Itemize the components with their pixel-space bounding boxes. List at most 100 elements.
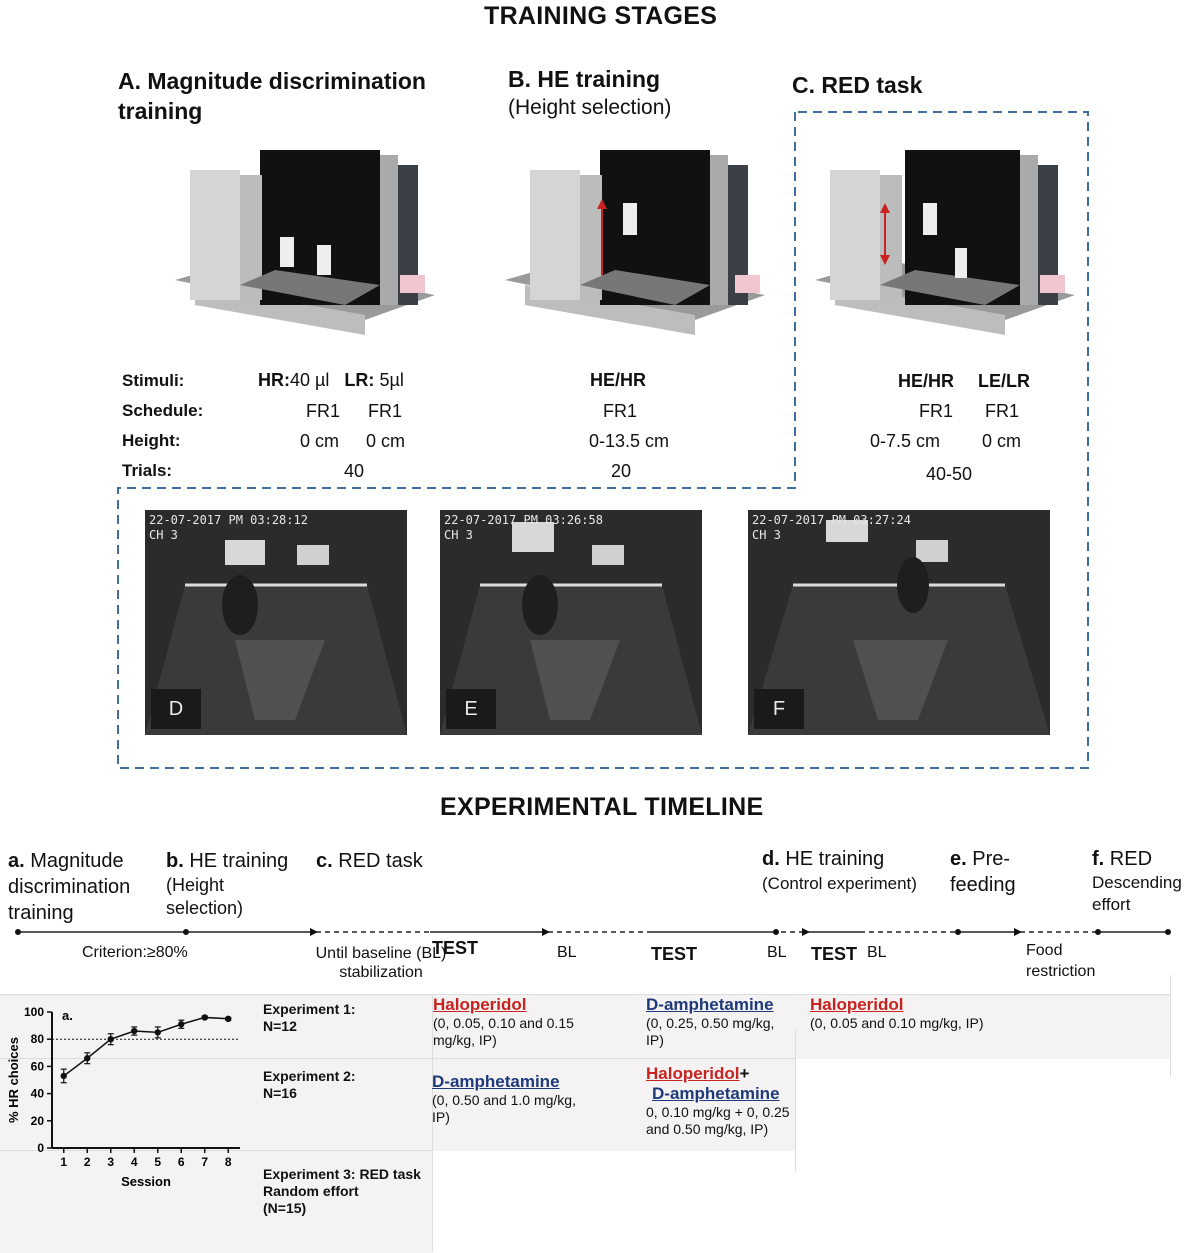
stage-c-stimuli-2: LE/LR <box>978 371 1030 392</box>
test-label-1: TEST <box>432 938 478 959</box>
x-tick-label: 6 <box>178 1155 185 1169</box>
step-c-text: RED task <box>338 850 422 872</box>
exp2-drug-2-plus: + <box>740 1064 750 1083</box>
stage-c-stimuli-1: HE/HR <box>898 371 954 392</box>
x-tick-label: 4 <box>131 1155 138 1169</box>
series-line <box>64 1017 229 1075</box>
apparatus-a-illustration <box>165 145 445 340</box>
photo-e-letter: E <box>446 689 496 729</box>
apparatus-b-illustration <box>495 145 775 340</box>
timeline-step-f: f. RED Descending effort <box>1092 846 1200 916</box>
data-point <box>131 1028 137 1034</box>
experiment-1-title: Experiment 1: <box>263 1001 356 1018</box>
step-b-text: HE training <box>189 850 288 872</box>
step-f-sub: Descending effort <box>1092 872 1200 916</box>
stimuli-label: Stimuli: <box>122 371 184 391</box>
step-f-text: RED <box>1110 848 1152 870</box>
apparatus-c-illustration <box>805 145 1085 340</box>
photo-d-timestamp: 22-07-2017 PM 03:28:12 <box>149 513 308 527</box>
step-d-sub: (Control experiment) <box>762 872 917 896</box>
exp1-drug-2: D-amphetamine (0, 0.25, 0.50 mg/kg, IP) <box>646 995 796 1049</box>
test-label-2: TEST <box>651 944 697 965</box>
photo-f-timestamp: 22-07-2017 PM 03:27:24 <box>752 513 911 527</box>
stage-b-height: 0-13.5 cm <box>589 431 669 452</box>
photo-d-channel: CH 3 <box>149 528 178 542</box>
step-d-key: d. <box>762 848 780 870</box>
stage-c-trials: 40-50 <box>926 464 972 485</box>
experiment-2-n: N=16 <box>263 1085 356 1102</box>
exp1-drug-3-dose: (0, 0.05 and 0.10 mg/kg, IP) <box>810 1015 1030 1032</box>
stage-a-hr-value: 40 µl <box>290 370 329 390</box>
exp2-drug-1-dose: (0, 0.50 and 1.0 mg/kg, IP) <box>432 1092 582 1126</box>
photo-f-channel: CH 3 <box>752 528 781 542</box>
exp1-drug-1-name: Haloperidol <box>433 995 583 1015</box>
timeline-step-e: e. Pre-feeding <box>950 846 1030 898</box>
exp1-drug-3-name: Haloperidol <box>810 995 1030 1015</box>
experiment-1-label: Experiment 1: N=12 <box>263 1001 356 1035</box>
stage-b-trials: 20 <box>611 461 631 482</box>
timeline-step-b: b. HE training (Height selection) <box>166 848 316 920</box>
step-b-sub: (Height selection) <box>166 874 266 920</box>
stage-b-schedule: FR1 <box>603 401 637 422</box>
stage-a-height-1: 0 cm <box>300 431 339 452</box>
exp1-drug-1-dose: (0, 0.05, 0.10 and 0.15 mg/kg, IP) <box>433 1015 583 1049</box>
photo-f-stamp: 22-07-2017 PM 03:27:24CH 3 <box>752 513 911 543</box>
exp2-drug-2-name-2: D-amphetamine <box>652 1084 780 1103</box>
exp2-drug-1: D-amphetamine (0, 0.50 and 1.0 mg/kg, IP… <box>432 1072 582 1126</box>
exp1-drug-3: Haloperidol (0, 0.05 and 0.10 mg/kg, IP) <box>810 995 1030 1032</box>
data-point <box>202 1014 208 1020</box>
data-point <box>225 1016 231 1022</box>
experiment-2-label: Experiment 2: N=16 <box>263 1068 356 1102</box>
stage-a-lr-key: LR: <box>344 370 374 390</box>
experiment-3-label: Experiment 3: RED task Random effort (N=… <box>263 1166 421 1217</box>
step-a-key: a. <box>8 850 25 872</box>
y-tick-label: 0 <box>37 1141 44 1155</box>
criterion-label: Criterion:≥80% <box>82 944 188 962</box>
step-f-key: f. <box>1092 848 1104 870</box>
exp2-drug-2-name-1: Haloperidol <box>646 1064 740 1083</box>
step-c-key: c. <box>316 850 333 872</box>
experiment-2-title: Experiment 2: <box>263 1068 356 1085</box>
experiment-3-n: Random effort <box>263 1183 421 1200</box>
bl-label-2: BL <box>767 944 787 962</box>
bl-label-1: BL <box>557 944 577 962</box>
stage-c-schedule-1: FR1 <box>919 401 953 422</box>
stage-b-stimuli: HE/HR <box>590 370 646 391</box>
y-tick-label: 80 <box>31 1032 45 1046</box>
exp2-drug-2-dose: 0, 0.10 mg/kg + 0, 0.25 and 0.50 mg/kg, … <box>646 1104 811 1138</box>
stage-a-schedule-1: FR1 <box>306 401 340 422</box>
stage-a-schedule-2: FR1 <box>368 401 402 422</box>
food-restriction-label: Food restriction <box>1026 940 1116 982</box>
exp2-drug-2: Haloperidol+ D-amphetamine 0, 0.10 mg/kg… <box>646 1064 811 1138</box>
experimental-timeline-title: EXPERIMENTAL TIMELINE <box>440 793 763 822</box>
y-tick-label: 100 <box>24 1005 44 1019</box>
test-label-3: TEST <box>811 944 857 965</box>
data-point <box>108 1036 114 1042</box>
experiment-3-n2: (N=15) <box>263 1200 421 1217</box>
stage-a-height-2: 0 cm <box>366 431 405 452</box>
step-a-text: Magnitude discrimination training <box>8 850 130 924</box>
table-divider-3 <box>1170 975 1171 1077</box>
x-tick-label: 5 <box>154 1155 161 1169</box>
stage-a-lr-value: 5µl <box>379 370 403 390</box>
x-tick-label: 3 <box>107 1155 114 1169</box>
x-axis-label: Session <box>121 1174 171 1189</box>
stage-c-height-1: 0-7.5 cm <box>870 431 940 452</box>
photo-e-timestamp: 22-07-2017 PM 03:26:58 <box>444 513 603 527</box>
stage-a-trials: 40 <box>344 461 364 482</box>
y-axis-label: % HR choices <box>6 1037 21 1123</box>
x-tick-label: 7 <box>201 1155 208 1169</box>
data-point <box>84 1055 90 1061</box>
photo-e-stamp: 22-07-2017 PM 03:26:58CH 3 <box>444 513 603 543</box>
x-tick-label: 8 <box>225 1155 232 1169</box>
exp1-drug-1: Haloperidol (0, 0.05, 0.10 and 0.15 mg/k… <box>433 995 583 1049</box>
exp1-drug-2-dose: (0, 0.25, 0.50 mg/kg, IP) <box>646 1015 796 1049</box>
schedule-label: Schedule: <box>122 401 203 421</box>
stage-c-height-2: 0 cm <box>982 431 1021 452</box>
data-point <box>178 1021 184 1027</box>
